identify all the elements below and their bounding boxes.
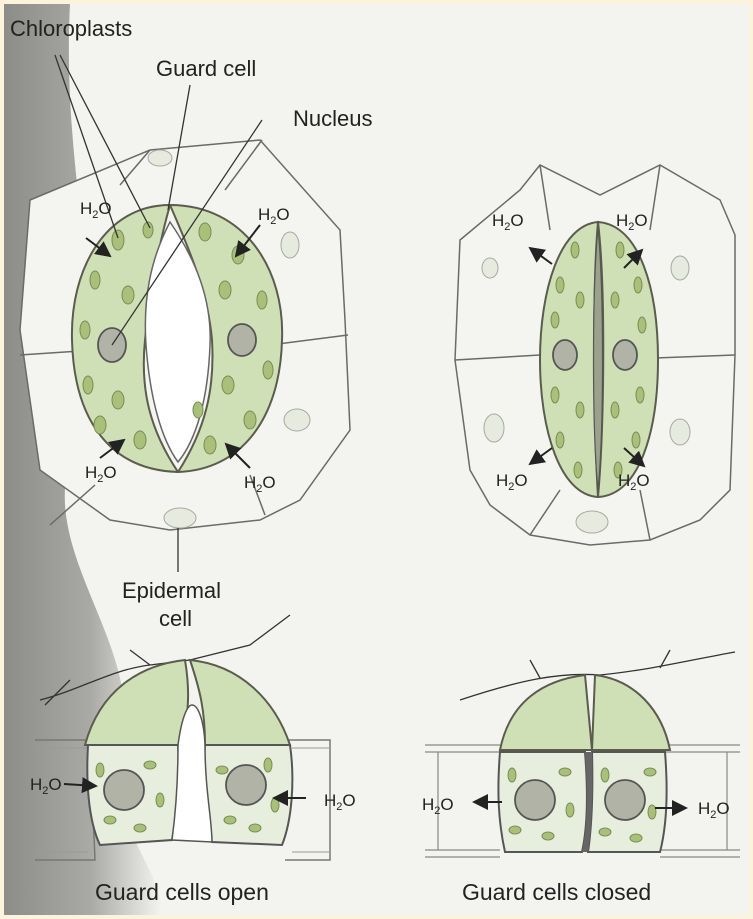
label-epidermal-line2: cell	[159, 606, 192, 631]
guard-nucleus-right	[228, 324, 256, 356]
guard-nucleus-right	[605, 780, 645, 820]
label-guard-cell: Guard cell	[156, 56, 256, 81]
guard-nucleus-left	[515, 780, 555, 820]
chloroplast	[112, 230, 124, 250]
closed-pore	[594, 228, 603, 490]
label-epidermal-line1: Epidermal	[122, 578, 221, 603]
guard-nucleus-right	[226, 765, 266, 805]
guard-nucleus-left	[553, 340, 577, 370]
guard-nucleus-left	[104, 770, 144, 810]
label-nucleus: Nucleus	[293, 106, 372, 131]
open-stoma-surface-view	[20, 140, 350, 530]
caption-guard-cells-open: Guard cells open	[95, 879, 269, 905]
label-chloroplasts: Chloroplasts	[10, 16, 132, 41]
caption-guard-cells-closed: Guard cells closed	[462, 879, 651, 905]
guard-nucleus-right	[613, 340, 637, 370]
epidermal-chloroplast	[148, 150, 172, 166]
